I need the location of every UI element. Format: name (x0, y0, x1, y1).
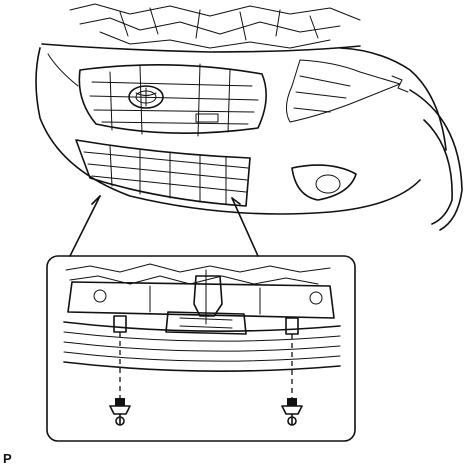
clip-right (281, 398, 303, 426)
clip-left (109, 398, 131, 426)
vehicle-front-view (35, 3, 463, 231)
callout-leaders (69, 195, 259, 257)
reference-mark: P (3, 451, 12, 466)
lower-grille-detail (46, 255, 356, 442)
